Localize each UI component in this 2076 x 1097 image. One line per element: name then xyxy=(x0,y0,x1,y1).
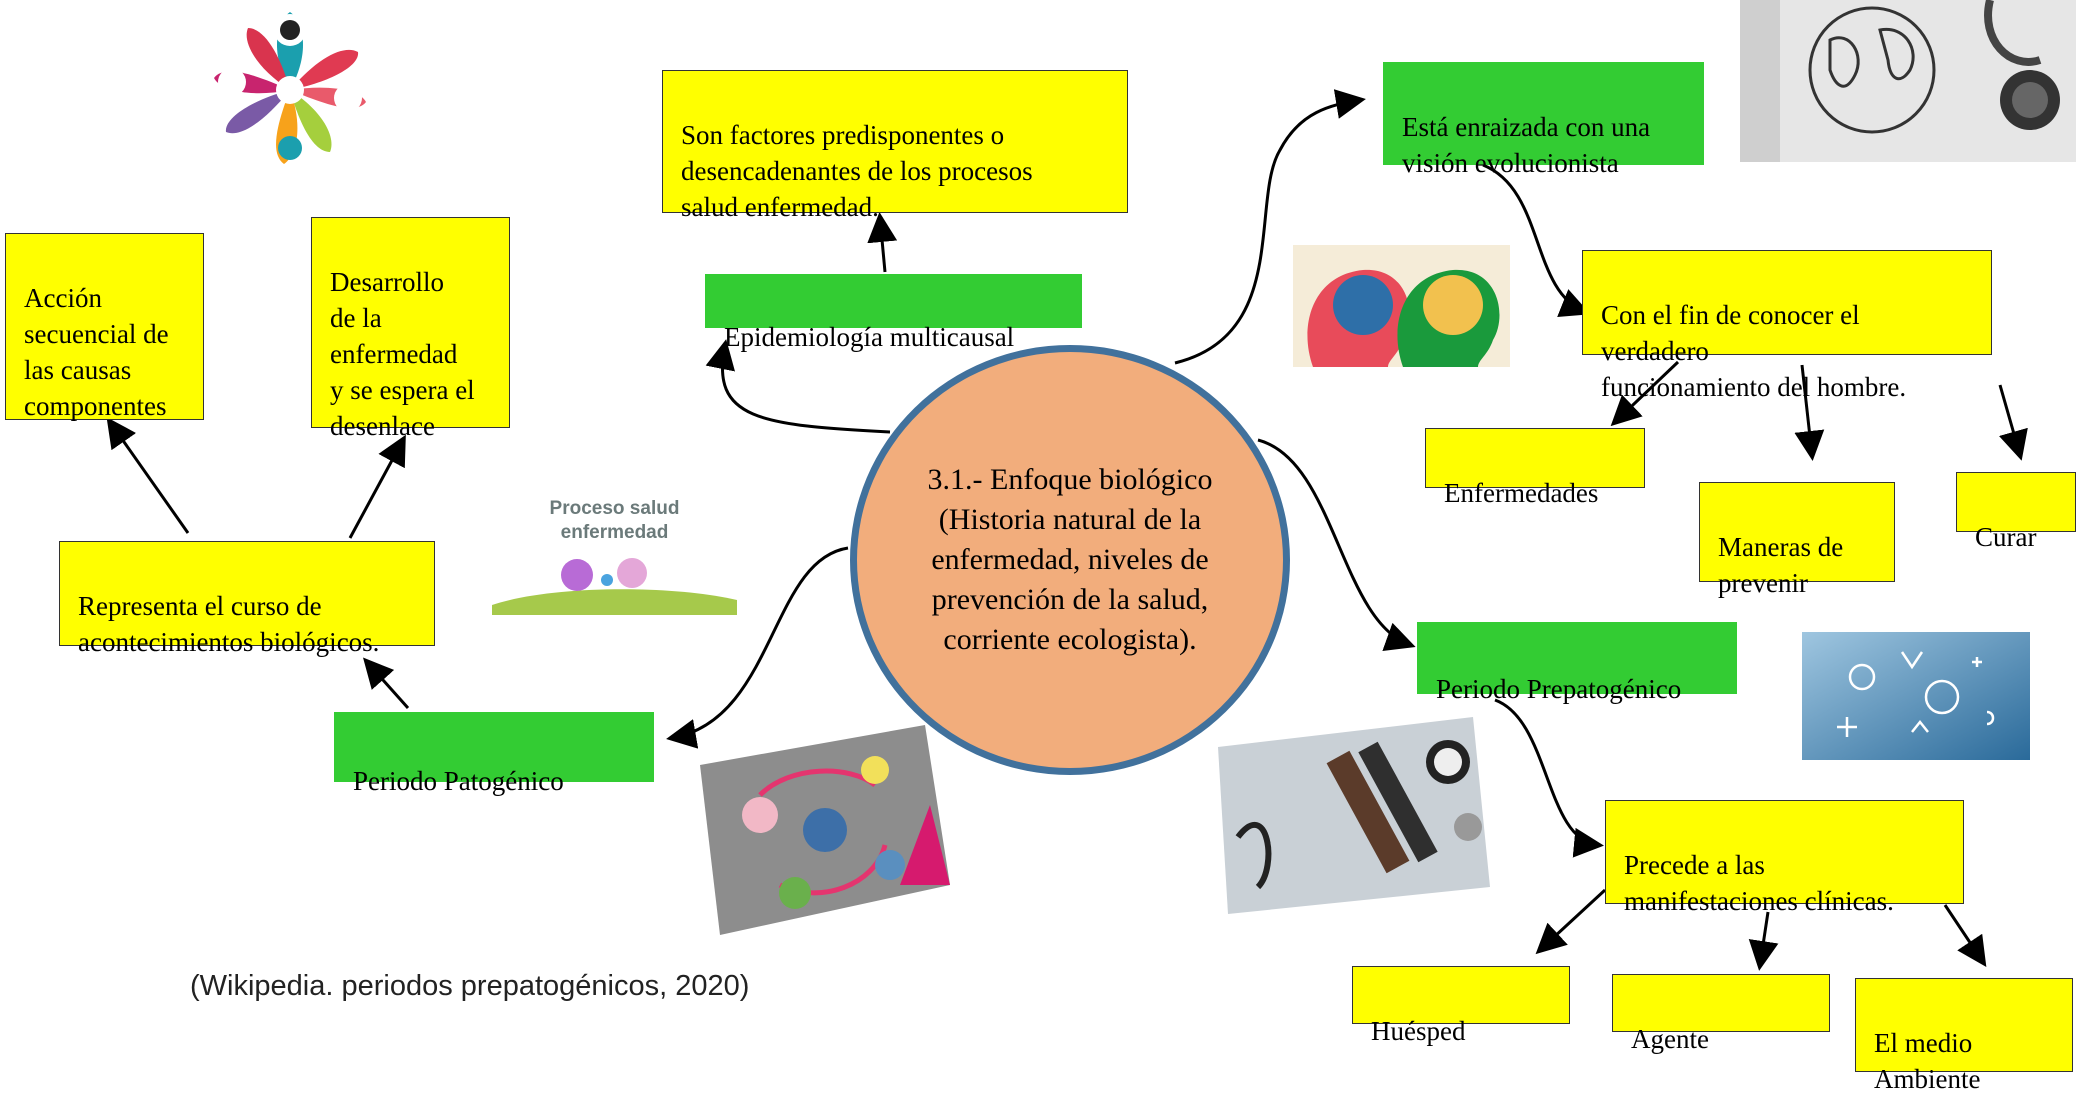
central-topic-text: 3.1.- Enfoque biológico (Historia natura… xyxy=(927,463,1213,656)
node-factores: Son factores predisponentes o desencaden… xyxy=(662,70,1128,222)
arrow-center-epidemiologia xyxy=(705,339,891,434)
arrow-representa-accion xyxy=(106,417,190,534)
proceso-title: Proceso salud enfermedad xyxy=(549,498,680,543)
node-precede: Precede a las manifestaciones clínicas. xyxy=(1605,800,1964,916)
node-huesped-text: Huésped xyxy=(1371,1016,1466,1046)
node-agente: Agente xyxy=(1612,974,1830,1054)
node-curar: Curar xyxy=(1956,472,2076,552)
node-enfermedades-text: Enfermedades xyxy=(1444,478,1599,508)
node-agente-text: Agente xyxy=(1631,1024,1709,1054)
node-evolucionista-text: Está enraizada con una visión evolucioni… xyxy=(1402,112,1651,178)
proceso-salud-enfermedad-image: Proceso salud enfermedad xyxy=(492,497,737,617)
node-prepatogenico: Periodo Prepatogénico xyxy=(1417,622,1737,704)
node-patogenico: Periodo Patogénico xyxy=(334,712,654,796)
arrow-representa-desarrollo xyxy=(348,434,406,539)
node-factores-text: Son factores predisponentes o desencaden… xyxy=(681,120,1033,222)
health-icons-flower-image xyxy=(214,12,366,164)
arrow-center-evolucionista xyxy=(1174,89,1366,365)
node-accion-text: Acción secuencial de las causas componen… xyxy=(24,283,169,421)
brains-mood-image xyxy=(1293,245,1510,367)
arrow-fin-curar xyxy=(1998,384,2028,461)
citation: (Wikipedia. periodos prepatogénicos, 202… xyxy=(190,970,750,1002)
node-desarrollo: Desarrollo de la enfermedad y se espera … xyxy=(311,217,510,441)
world-stethoscope-image xyxy=(1740,0,2076,162)
central-topic: 3.1.- Enfoque biológico (Historia natura… xyxy=(850,345,1290,775)
health-cycle-image xyxy=(700,725,950,935)
node-evolucionista: Está enraizada con una visión evolucioni… xyxy=(1383,62,1704,178)
arrow-fin-maneras xyxy=(1794,364,1825,461)
node-fin-text: Con el fin de conocer el verdadero funci… xyxy=(1601,300,1907,402)
node-epidemiologia-text: Epidemiología multicausal xyxy=(724,322,1015,352)
node-representa-text: Representa el curso de acontecimientos b… xyxy=(78,591,380,657)
arrow-epidemiologia-factores xyxy=(867,212,898,273)
node-prepatogenico-text: Periodo Prepatogénico xyxy=(1436,674,1682,704)
arrow-center-patogenico xyxy=(666,546,849,749)
arrow-precede-agente xyxy=(1748,911,1779,971)
node-representa: Representa el curso de acontecimientos b… xyxy=(59,541,435,657)
node-medio-text: El medio Ambiente xyxy=(1874,1028,1981,1094)
node-epidemiologia: Epidemiología multicausal xyxy=(705,274,1082,352)
arrow-evolucionista-fin xyxy=(1482,163,1591,317)
node-accion: Acción secuencial de las causas componen… xyxy=(5,233,204,421)
medical-icons-image xyxy=(1802,632,2030,760)
node-patogenico-text: Periodo Patogénico xyxy=(353,766,564,796)
arrow-precede-medio xyxy=(1943,904,1987,967)
connector-arrows xyxy=(106,89,2028,971)
node-maneras-text: Maneras de prevenir xyxy=(1718,532,1844,598)
node-desarrollo-text: Desarrollo de la enfermedad y se espera … xyxy=(330,267,475,441)
arrow-prepatogenico-precede xyxy=(1494,698,1604,858)
node-curar-text: Curar xyxy=(1975,522,2037,552)
node-fin: Con el fin de conocer el verdadero funci… xyxy=(1582,250,1992,402)
node-huesped: Huésped xyxy=(1352,966,1570,1046)
arrow-patogenico-representa xyxy=(363,657,410,709)
arrow-center-prepatogenico xyxy=(1257,438,1416,651)
microbes-icon xyxy=(492,558,737,615)
node-medio: El medio Ambiente xyxy=(1855,978,2073,1094)
node-enfermedades: Enfermedades xyxy=(1425,428,1645,508)
blood-pressure-image xyxy=(1218,717,1490,914)
node-maneras: Maneras de prevenir xyxy=(1699,482,1895,598)
node-precede-text: Precede a las manifestaciones clínicas. xyxy=(1624,850,1894,916)
arrow-fin-enfermedades xyxy=(1610,360,1680,427)
arrow-precede-huesped xyxy=(1535,888,1607,955)
